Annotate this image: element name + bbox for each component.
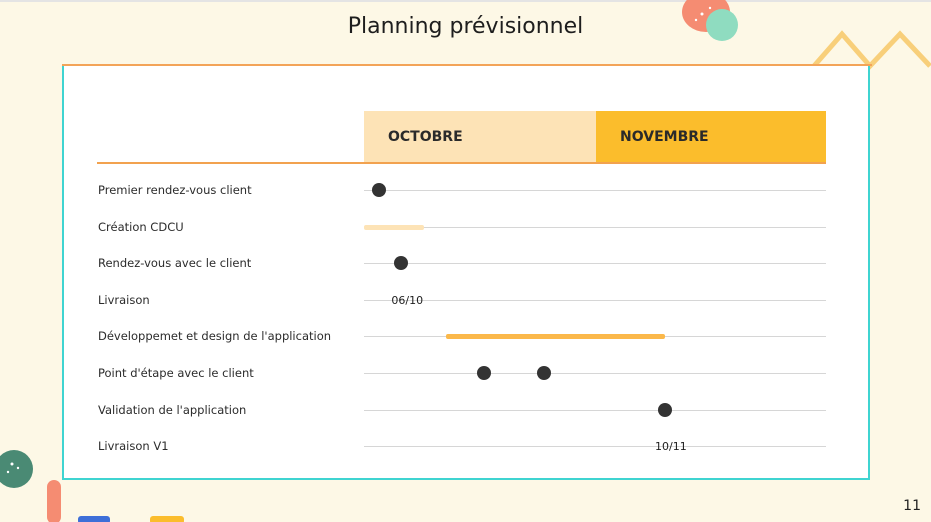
slide-title: Planning prévisionnel (347, 14, 584, 39)
task-gridline (364, 410, 826, 411)
delivery-date-label: 06/10 (391, 294, 424, 307)
task-label: Validation de l'application (98, 403, 247, 417)
task-label: Livraison (98, 293, 150, 307)
task-label: Rendez-vous avec le client (98, 256, 252, 270)
decorative-bar-bottom-left (47, 480, 61, 522)
task-label: Premier rendez-vous client (98, 183, 252, 197)
milestone-dot (371, 183, 386, 197)
task-gridline (364, 373, 826, 374)
top-divider (0, 0, 931, 2)
milestone-dot (394, 256, 409, 270)
month-header-octobre: OCTOBRE (364, 111, 596, 163)
delivery-date-label: 10/11 (655, 440, 687, 453)
task-label: Développemet et design de l'application (98, 329, 332, 343)
task-label: Création CDCU (98, 220, 184, 234)
header-divider (97, 162, 826, 164)
task-bar (364, 225, 424, 230)
decorative-blob-left (0, 450, 33, 488)
milestone-dot (476, 366, 491, 380)
task-label: Livraison V1 (98, 439, 169, 453)
task-bar (446, 334, 665, 339)
milestone-dot (536, 366, 551, 380)
task-gridline (364, 227, 826, 228)
task-gridline (364, 190, 826, 191)
card-top-accent (62, 64, 872, 66)
decorative-blobs-top (682, 0, 738, 41)
month-header-novembre: NOVEMBRE (596, 111, 826, 163)
milestone-dot (658, 403, 672, 417)
task-gridline (364, 263, 826, 264)
decorative-zigzag (812, 30, 931, 70)
task-gridline (364, 446, 826, 447)
task-label: Point d'étape avec le client (98, 366, 254, 380)
page-number: 11 (903, 498, 921, 514)
task-gridline (364, 300, 826, 301)
decorative-squares-bottom (78, 516, 184, 522)
